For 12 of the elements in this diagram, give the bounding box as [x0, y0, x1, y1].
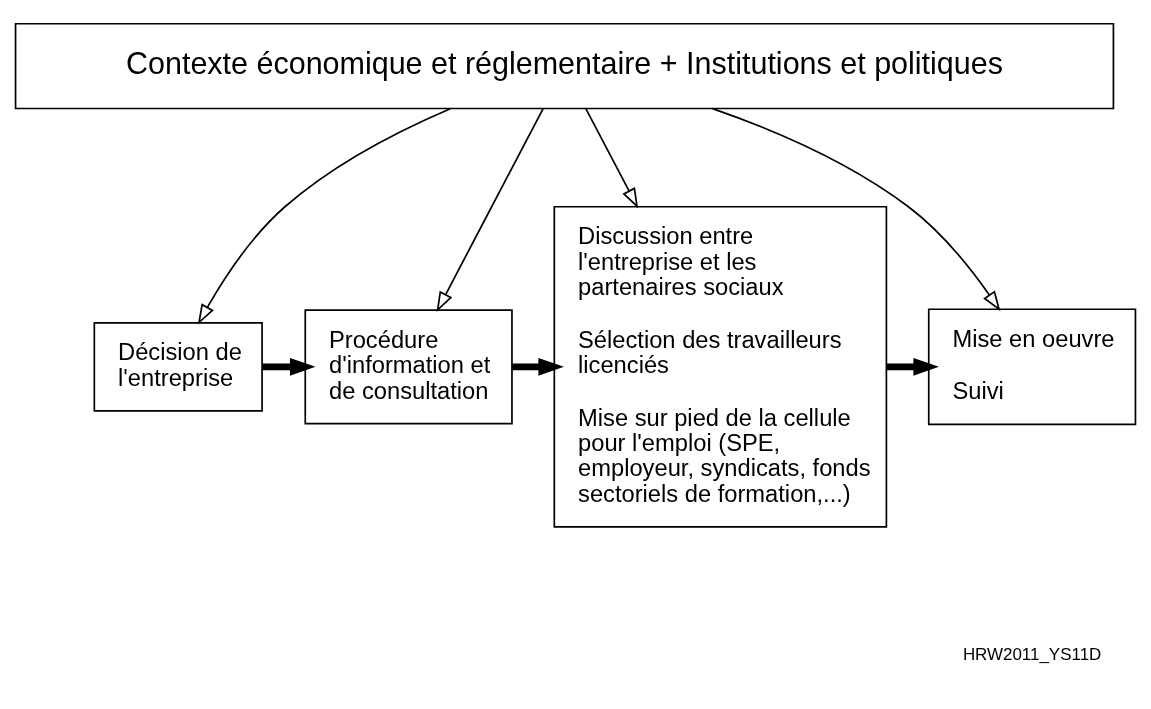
arrow — [711, 107, 1001, 311]
node-box: Mise en oeuvre Suivi — [927, 307, 1137, 425]
arrow — [886, 357, 939, 376]
node-box: Contexte économique et réglementaire + Institutions et politiques — [14, 22, 1115, 109]
arrow — [436, 107, 544, 312]
node-box: Discussion entre l'entreprise et les partenaires sociaux Sélection des travailleurs licenciés Mise sur pied de la cellule pour l'emploi (SPE, employeur, syndicats, fonds sectoriels de formation,...) — [553, 205, 888, 528]
arrow — [585, 107, 639, 208]
node-box: Procédure d'information et de consultation — [304, 308, 513, 424]
arrow — [262, 357, 316, 376]
arrow — [197, 107, 452, 325]
label: HRW2011_YS11D — [962, 644, 1102, 664]
node-box: Décision de l'entreprise — [93, 321, 263, 412]
